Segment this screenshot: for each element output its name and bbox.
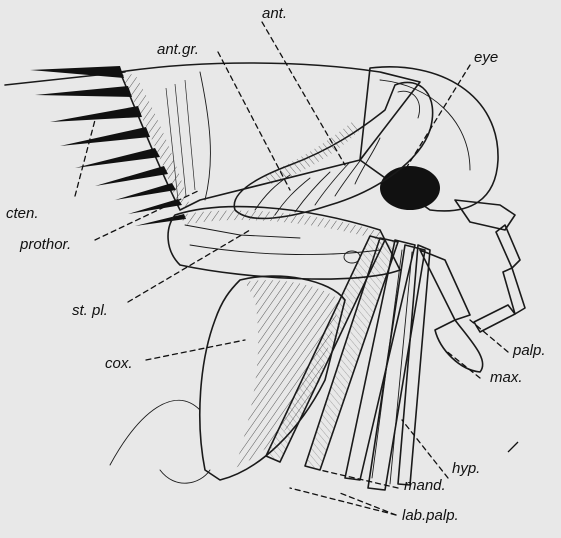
maxillary-palp — [420, 200, 525, 372]
label-ant: ant. — [262, 6, 287, 21]
eye — [380, 166, 440, 210]
label-cox: cox. — [105, 356, 133, 371]
label-st-pl: st. pl. — [72, 303, 108, 318]
label-max: max. — [490, 370, 523, 385]
label-prothor: prothor. — [20, 237, 71, 252]
label-palp: palp. — [513, 343, 546, 358]
label-eye: eye — [474, 50, 498, 65]
label-ant-gr: ant.gr. — [157, 42, 199, 57]
label-mand: mand. — [404, 478, 446, 493]
label-cten: cten. — [6, 206, 39, 221]
label-lab-palp: lab.palp. — [402, 508, 459, 523]
head-capsule — [360, 67, 498, 211]
label-hyp: hyp. — [452, 461, 480, 476]
